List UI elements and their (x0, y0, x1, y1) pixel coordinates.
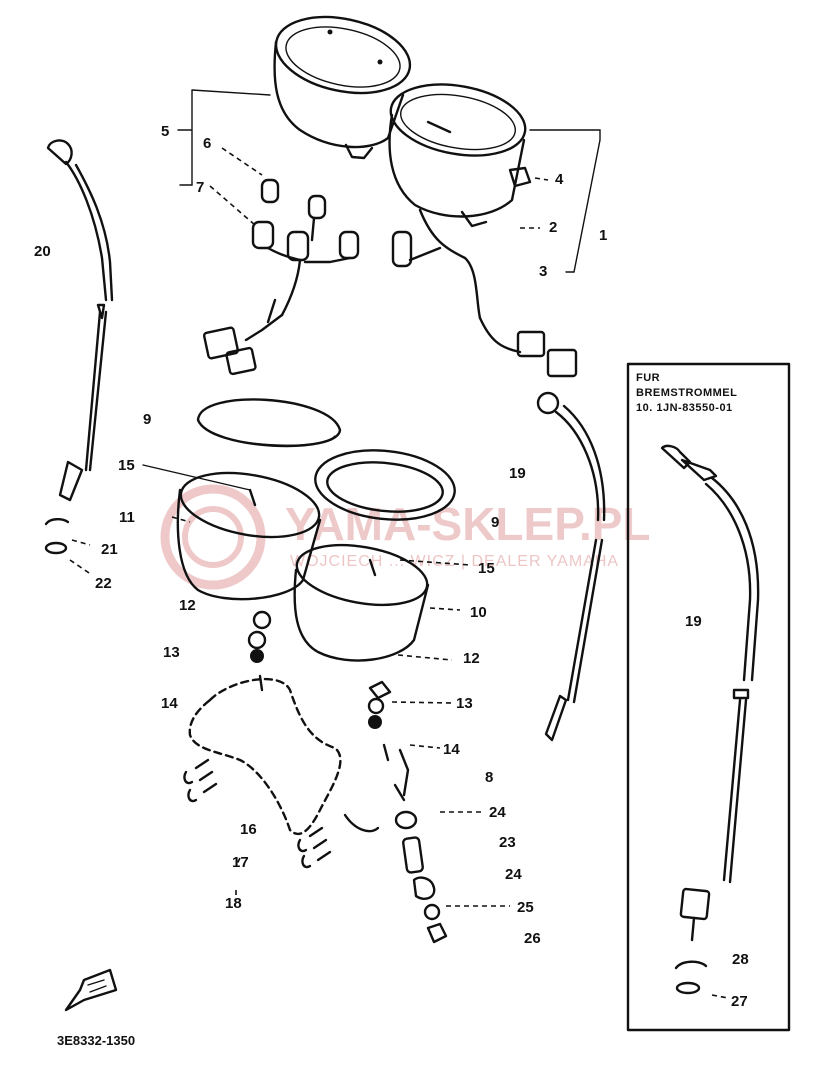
watermark-subtitle: WOJCIECH ... WICZ | DEALER YAMAHA (290, 553, 619, 570)
label-1: 1 (599, 227, 607, 244)
front-arrow-icon (64, 968, 118, 1012)
inset-cable (660, 444, 760, 999)
label-26: 26 (524, 930, 541, 947)
label-14b: 14 (443, 741, 460, 758)
label-24b: 24 (505, 866, 522, 883)
tachometer-cable (536, 391, 606, 742)
label-6: 6 (203, 135, 211, 152)
meter-harness-right (408, 208, 578, 378)
inset-line-3: 10. 1JN-83550-01 (636, 402, 733, 414)
label-24a: 24 (489, 804, 506, 821)
label-23: 23 (499, 834, 516, 851)
label-13b: 13 (456, 695, 473, 712)
label-5: 5 (161, 123, 169, 140)
watermark: YAMA-SKLEP.PL WOJCIECH ... WICZ | DEALER… (160, 484, 651, 590)
meter-cover-rings (196, 398, 456, 521)
label-19b: 19 (685, 613, 702, 630)
sensor-stack (393, 748, 448, 944)
inset-line-2: BREMSTROMMEL (636, 387, 737, 399)
label-12b: 12 (463, 650, 480, 667)
label-17: 17 (232, 854, 249, 871)
grommets-nuts (247, 610, 392, 729)
label-20: 20 (34, 243, 51, 260)
tachometer-assembly (388, 83, 532, 228)
inset-line-1: FUR (636, 372, 660, 384)
label-27: 27 (731, 993, 748, 1010)
label-11: 11 (119, 509, 135, 526)
screws (183, 758, 332, 869)
clips (44, 518, 70, 555)
speedometer-cable (46, 139, 114, 502)
label-25: 25 (517, 899, 534, 916)
label-16: 16 (240, 821, 257, 838)
inset-box: FUR BREMSTROMMEL 10. 1JN-83550-01 (626, 362, 791, 1032)
leader-lines (69, 89, 601, 907)
label-21: 21 (101, 541, 118, 558)
label-9b: 9 (491, 514, 499, 531)
label-3: 3 (539, 263, 547, 280)
label-22: 22 (95, 575, 112, 592)
speedometer-assembly (273, 15, 412, 160)
meter-cases (176, 471, 430, 662)
label-7: 7 (196, 179, 204, 196)
label-2: 2 (549, 219, 557, 236)
label-10: 10 (470, 604, 487, 621)
meter-bracket (188, 674, 390, 836)
watermark-title: YAMA-SKLEP.PL (285, 498, 651, 550)
diagram-code: 3E8332-1350 (57, 1033, 135, 1048)
label-18: 18 (225, 895, 242, 912)
label-15a: 15 (118, 457, 135, 474)
label-8: 8 (485, 769, 493, 786)
label-15b: 15 (478, 560, 495, 577)
label-19a: 19 (509, 465, 526, 482)
label-4: 4 (555, 171, 564, 188)
callout-labels: 5 6 7 20 4 2 1 3 9 15 19 11 9 21 15 22 1… (34, 123, 749, 1010)
label-13a: 13 (163, 644, 180, 661)
label-28: 28 (732, 951, 749, 968)
meter-harness-left (202, 178, 413, 376)
label-12a: 12 (179, 597, 196, 614)
label-9a: 9 (143, 411, 151, 428)
label-14a: 14 (161, 695, 178, 712)
